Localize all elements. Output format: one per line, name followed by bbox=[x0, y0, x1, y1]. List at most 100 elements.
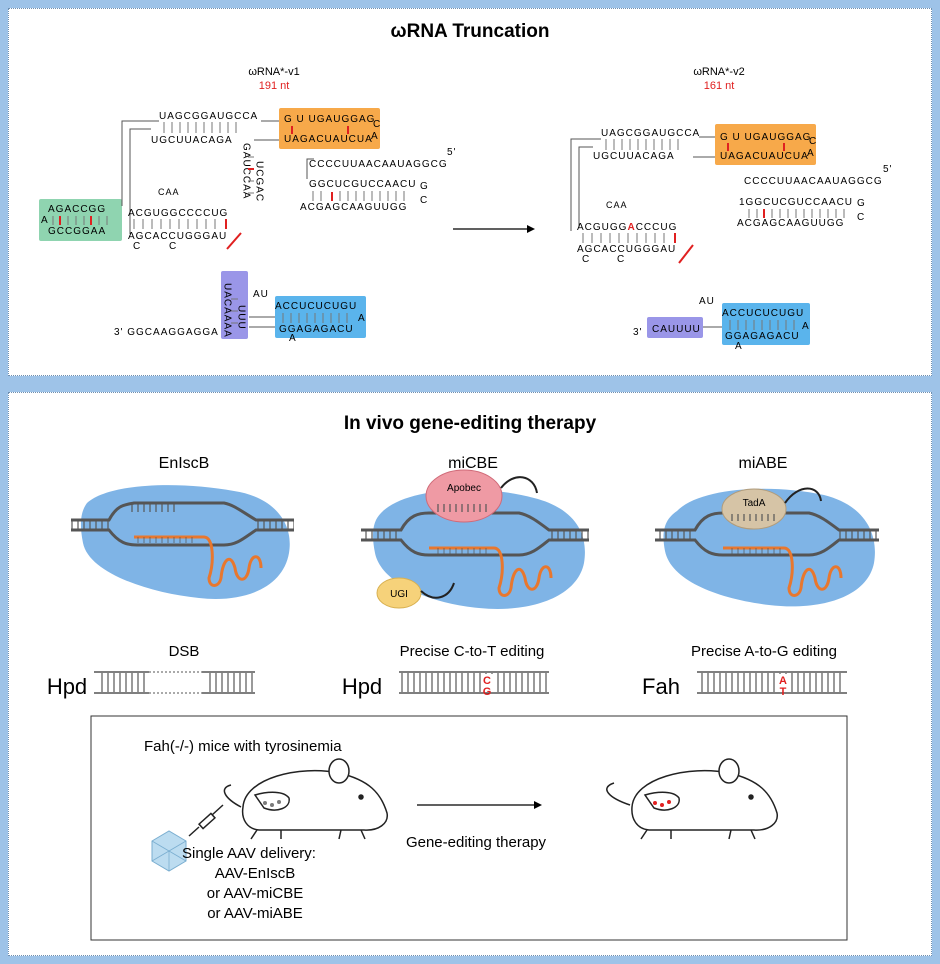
v1-blue-bottom: GGAGAGACU bbox=[279, 324, 354, 335]
panel-gene-editing: In vivo gene-editing therapy EnIscB DSB … bbox=[8, 392, 932, 956]
v2-wc-pairs bbox=[582, 139, 845, 330]
v1-upper-top: UAGCGGAUGCCA bbox=[159, 111, 258, 122]
ugi-label: UGI bbox=[390, 589, 408, 600]
v1-right-g: G bbox=[420, 181, 429, 192]
v1-three-prime-tail: 3' GGCAAGGAGGA bbox=[114, 327, 219, 338]
miabe-dna-top-pairs bbox=[727, 514, 779, 521]
apobec-label: Apobec bbox=[447, 483, 481, 494]
v2-caa: CAA bbox=[606, 200, 628, 210]
therapy-arrow bbox=[417, 801, 542, 809]
v1-orange-c: C bbox=[373, 119, 381, 130]
ugi-linker bbox=[420, 582, 455, 599]
miabe-rna-pairs bbox=[727, 548, 782, 554]
eniscb-dsb-right bbox=[205, 673, 255, 692]
panel-title-truncation: ωRNA Truncation bbox=[391, 21, 550, 42]
eniscb-guide-rna bbox=[134, 535, 263, 587]
v2-orange-a: A bbox=[807, 148, 815, 159]
healthy-mouse bbox=[606, 758, 778, 840]
truncation-arrow bbox=[453, 225, 535, 233]
panel-wrna-truncation: ωRNA Truncation ωRNA*-v1 191 nt AGACCGG … bbox=[8, 8, 932, 376]
v2-blue-top: ACCUCUCUGU bbox=[722, 308, 804, 319]
v2-right-mid-top: 1GGCUCGUCCAACU bbox=[739, 197, 853, 208]
v1-backbone-left bbox=[121, 120, 159, 234]
tada-domain bbox=[721, 488, 787, 530]
v1-green-box bbox=[39, 199, 122, 241]
v2-purple-label: CAUUUU bbox=[652, 324, 701, 335]
v1-upper-bottom: UGCUUACAGA bbox=[151, 135, 233, 146]
v1-orange-bottom: UAGACUAUCUA bbox=[284, 134, 373, 145]
v1-stem-right: UCGAC bbox=[254, 161, 265, 202]
v1-c1: C bbox=[133, 241, 141, 252]
v1-caa: CAA bbox=[158, 187, 180, 197]
v1-green-top: AGACCGG bbox=[48, 204, 106, 215]
v2-gu-pairs bbox=[674, 143, 785, 264]
v2-c2: C bbox=[617, 254, 625, 265]
v1-blue-box bbox=[275, 296, 366, 338]
v1-backbone-upper bbox=[254, 120, 279, 141]
v1-wc-pairs bbox=[52, 122, 405, 324]
v2-five-prime: 5' bbox=[883, 164, 892, 175]
aav-capsid-icon bbox=[151, 830, 187, 872]
micbe-dna-edit bbox=[401, 673, 547, 692]
tada-linker bbox=[784, 487, 822, 504]
v1-blue-top: ACCUCUCUGU bbox=[275, 301, 357, 312]
v2-backbone-misc bbox=[693, 136, 722, 328]
delivery-line-2: AAV-EnIscB bbox=[215, 865, 296, 882]
v2-mid-top: ACGUGGACCCUG bbox=[577, 222, 677, 233]
eniscb-dna-bottom-strand bbox=[71, 528, 294, 547]
wrna-v2: ωRNA*-v2 161 nt UAGCGGAUGCCA UGCUUACAGA … bbox=[570, 66, 892, 352]
eniscb-dna-top-strand bbox=[71, 501, 294, 522]
v2-orange-box bbox=[715, 124, 816, 165]
v2-blue-bottom: GGAGAGACU bbox=[725, 331, 800, 342]
therapy-label: Gene-editing therapy bbox=[406, 834, 547, 851]
editor-miabe-gene: Fah bbox=[642, 674, 680, 699]
micbe-dna-right bbox=[549, 530, 589, 540]
v1-orange-box bbox=[279, 108, 380, 149]
miabe-dna-left bbox=[655, 530, 695, 540]
eniscb-rna-pairs bbox=[137, 537, 197, 543]
v2-blue-a-right: A bbox=[802, 321, 810, 332]
micbe-guide-rna bbox=[429, 546, 553, 597]
v2-au: AU bbox=[699, 296, 715, 307]
delivery-line-3: or AAV-miCBE bbox=[207, 885, 303, 902]
editor-micbe-name: miCBE bbox=[448, 455, 498, 472]
v1-orange-a: A bbox=[371, 131, 379, 142]
editor-miabe: miABE TadA Precise A-to-G editing Fah A … bbox=[642, 455, 879, 699]
miabe-edit-bottom: T bbox=[780, 686, 787, 698]
v2-backbone-left bbox=[570, 138, 601, 231]
miabe-edit-top: A bbox=[779, 675, 787, 687]
v2-upper-bottom: UGCUUACAGA bbox=[593, 151, 675, 162]
delivery-line-4: or AAV-miABE bbox=[207, 905, 303, 922]
liver-dots-sick bbox=[263, 800, 281, 807]
editor-eniscb-caption: DSB bbox=[169, 643, 200, 660]
liver-dots-healthy bbox=[653, 800, 671, 807]
panel-title-therapy: In vivo gene-editing therapy bbox=[344, 413, 597, 434]
editor-eniscb: EnIscB DSB Hpd bbox=[47, 455, 294, 699]
micbe-rna-pairs bbox=[433, 548, 491, 554]
v1-gu-pairs bbox=[59, 126, 349, 250]
micbe-dna-left bbox=[361, 530, 401, 540]
v2-orange-c: C bbox=[809, 136, 817, 147]
gene-editing-diagram: In vivo gene-editing therapy EnIscB DSB … bbox=[47, 413, 879, 941]
v1-right-mid-bottom: ACGAGCAAGUUGG bbox=[300, 202, 407, 213]
v2-upper-top: UAGCGGAUGCCA bbox=[601, 128, 700, 139]
ugi-domain bbox=[376, 577, 422, 609]
miabe-dna-bottom-strand bbox=[655, 538, 879, 557]
apobec-linker bbox=[500, 476, 538, 494]
delivery-line-1: Single AAV delivery: bbox=[182, 845, 316, 862]
v1-blue-a-right: A bbox=[358, 313, 366, 324]
v1-mid-top: ACGUGGCCCCUG bbox=[128, 208, 228, 219]
sick-mouse bbox=[223, 758, 388, 840]
v2-blue-box bbox=[722, 303, 810, 345]
v1-name: ωRNA*-v1 bbox=[248, 66, 299, 78]
editor-eniscb-gene: Hpd bbox=[47, 674, 87, 699]
v2-orange-bottom: UAGACUAUCUA bbox=[720, 151, 809, 162]
v1-five-prime: 5' bbox=[447, 147, 456, 158]
v2-purple-box bbox=[647, 317, 703, 338]
mouse-model-label: Fah(-/-) mice with tyrosinemia bbox=[144, 738, 342, 755]
apobec-domain bbox=[425, 469, 503, 523]
v1-orange-top: G U UGAUGGAG bbox=[284, 114, 375, 125]
v2-right-top: CCCCUUAACAAUAGGCG bbox=[744, 176, 883, 187]
v1-au: AU bbox=[253, 289, 269, 300]
miabe-dna-edit bbox=[699, 673, 845, 692]
